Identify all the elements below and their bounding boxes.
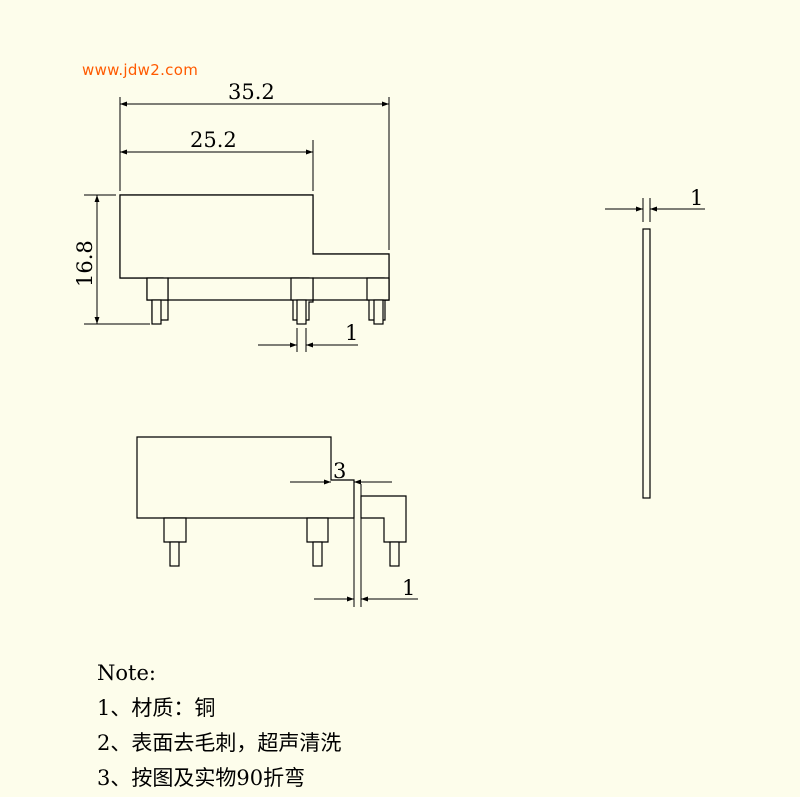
dim-height: 16.8 xyxy=(73,240,97,287)
pin-left-bottom xyxy=(163,517,187,543)
dim-thickness: 1 xyxy=(690,186,703,210)
dim-gap-width: 3 xyxy=(333,459,346,483)
pin-tip-mid-bottom xyxy=(312,541,323,567)
notes-block: Note: 1、材质：铜 2、表面去毛刺，超声清洗 3、按图及实物90折弯 xyxy=(97,656,341,796)
pin-tip-right-top xyxy=(373,299,384,325)
pin-mid-bottom xyxy=(306,517,329,543)
note-item: 1、材质：铜 xyxy=(97,696,216,720)
note-item: 2、表面去毛刺，超声清洗 xyxy=(97,731,342,755)
watermark-text: www.jdw2.com xyxy=(82,61,199,79)
dim-overall-width: 35.2 xyxy=(228,80,275,104)
pin-mid-top xyxy=(290,277,314,301)
part-side-view xyxy=(642,228,651,499)
pin-tip-left-top xyxy=(151,299,162,325)
note-item: 3、按图及实物90折弯 xyxy=(97,766,306,790)
notes-heading: Note: xyxy=(97,661,156,685)
pin-left-top xyxy=(146,277,169,301)
pin-tip-left-bottom xyxy=(169,541,180,567)
pin-right-top xyxy=(366,277,390,301)
dim-pin-width: 1 xyxy=(345,321,358,345)
pin-tip-mid-top xyxy=(296,299,307,325)
dim-upper-width: 25.2 xyxy=(190,128,237,152)
bent-tab-bottom xyxy=(360,495,407,543)
pin-tip-right-bottom xyxy=(389,541,400,567)
dim-gap-pin-width: 1 xyxy=(402,576,415,600)
part-body-bottom xyxy=(136,436,355,519)
